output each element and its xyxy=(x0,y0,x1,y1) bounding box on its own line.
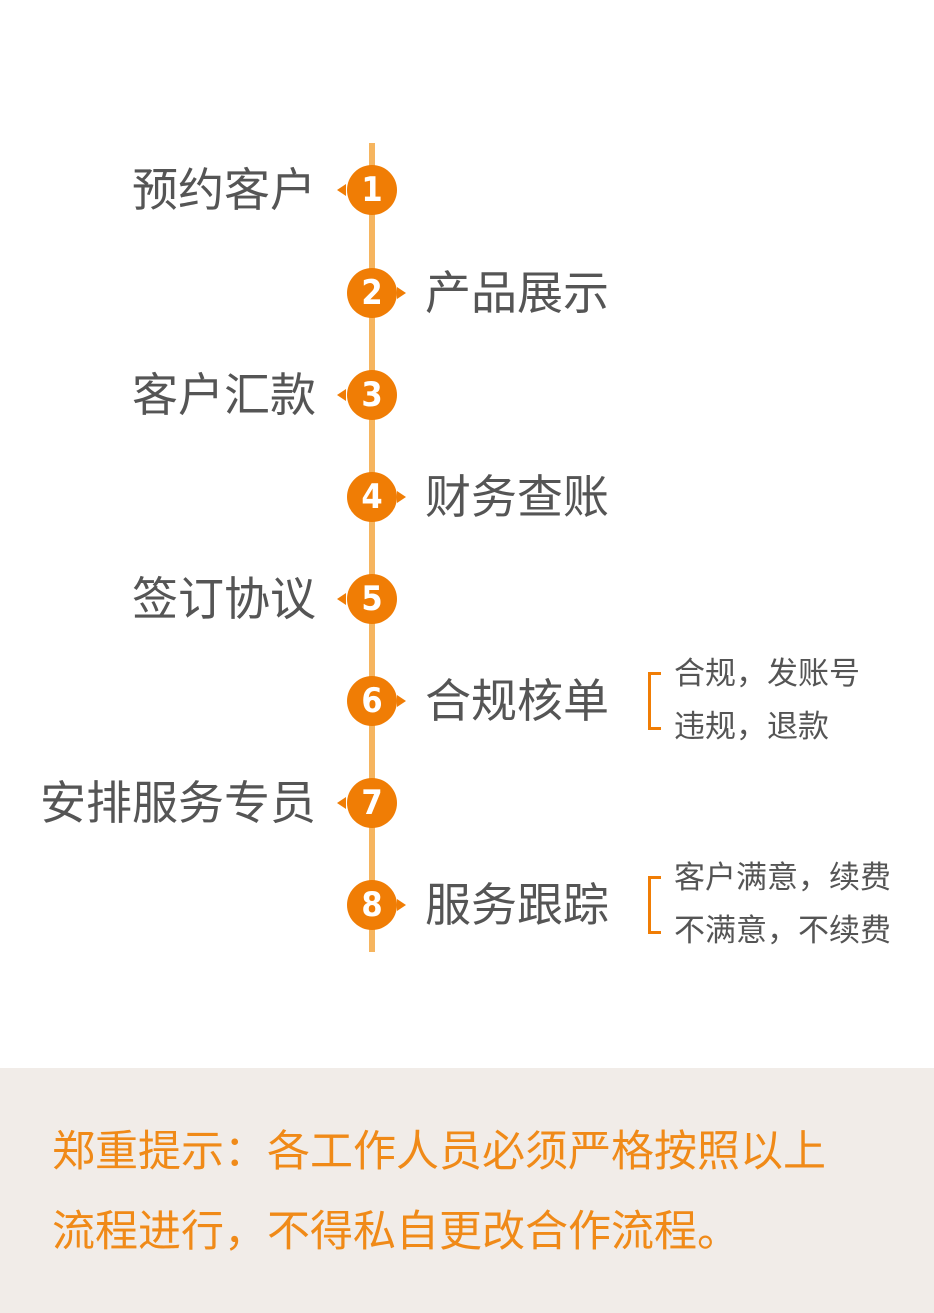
step-3-label: 客户汇款 xyxy=(132,368,316,422)
notice-line-2: 流程进行，不得私自更改合作流程。 xyxy=(52,1207,740,1257)
step-1-badge: 1 xyxy=(347,165,397,215)
notice-panel: 郑重提示：各工作人员必须严格按照以上 流程进行，不得私自更改合作流程。 xyxy=(0,1068,934,1313)
step-3-arrow xyxy=(337,389,346,401)
step-8-bracket xyxy=(648,876,661,934)
step-7-badge: 7 xyxy=(347,778,397,828)
step-2-arrow xyxy=(397,287,406,299)
step-6-label: 合规核单 xyxy=(425,674,609,728)
step-7-arrow xyxy=(337,797,346,809)
step-6-sub-2: 违规，退款 xyxy=(674,709,829,745)
step-6-sub-1: 合规，发账号 xyxy=(674,656,860,692)
timeline-line xyxy=(369,143,375,952)
step-7-label: 安排服务专员 xyxy=(40,776,316,830)
step-8-arrow xyxy=(397,899,406,911)
step-4-label: 财务查账 xyxy=(425,470,609,524)
step-6-bracket xyxy=(648,672,661,730)
step-8-sub-2: 不满意，不续费 xyxy=(674,913,891,949)
step-2-label: 产品展示 xyxy=(425,266,609,320)
step-8-label: 服务跟踪 xyxy=(425,878,609,932)
step-3-badge: 3 xyxy=(347,370,397,420)
step-6-arrow xyxy=(397,695,406,707)
step-5-label: 签订协议 xyxy=(132,572,316,626)
step-1-label: 预约客户 xyxy=(132,163,316,217)
step-4-badge: 4 xyxy=(347,472,397,522)
step-8-badge: 8 xyxy=(347,880,397,930)
step-1-arrow xyxy=(337,184,346,196)
step-8-sub-1: 客户满意，续费 xyxy=(674,860,891,896)
step-6-badge: 6 xyxy=(347,676,397,726)
step-5-arrow xyxy=(337,593,346,605)
step-5-badge: 5 xyxy=(347,574,397,624)
step-4-arrow xyxy=(397,491,406,503)
step-2-badge: 2 xyxy=(347,268,397,318)
notice-line-1: 郑重提示：各工作人员必须严格按照以上 xyxy=(52,1127,826,1177)
